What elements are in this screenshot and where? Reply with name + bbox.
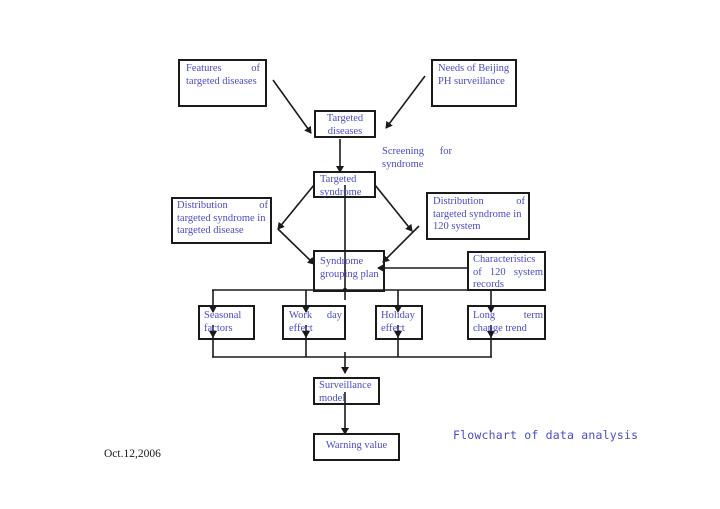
arrowhead-seasonal-bottom xyxy=(209,331,217,338)
arrowhead-longterm-bottom xyxy=(487,331,495,338)
text: factors xyxy=(204,322,233,334)
text: for xyxy=(439,146,452,157)
node-warning-value-text: Warning value xyxy=(313,440,400,453)
arrowhead-workday-bottom xyxy=(302,331,310,338)
node-targeted-syndrome xyxy=(313,171,376,198)
node-longterm-text: Long term change trend xyxy=(473,310,543,335)
node-surveillance-model-text: Surveillance model xyxy=(319,380,377,405)
text: targeted diseases xyxy=(186,75,257,87)
node-syndrome-grouping-plan xyxy=(313,250,385,292)
node-targeted-diseases-text: Targeted diseases xyxy=(314,113,376,138)
text: Targeted xyxy=(320,174,357,185)
text: of xyxy=(251,63,260,74)
text: Syndrome xyxy=(320,256,364,267)
text: syndrome xyxy=(382,158,424,170)
label-screening-for-syndrome: Screening for syndrome xyxy=(382,146,452,171)
text: Holiday xyxy=(381,310,415,321)
node-distribution-in-targeted-disease xyxy=(171,197,272,244)
node-needs-of-beijing xyxy=(431,59,517,107)
text: 120 system xyxy=(433,221,481,232)
node-targeted-diseases xyxy=(314,110,376,138)
node-characteristics-text: Characteristics of 120 system records xyxy=(473,254,543,292)
text: effect xyxy=(381,322,405,334)
edge-syndrome-to-dist-120 xyxy=(374,184,413,232)
node-characteristics-of-120-records xyxy=(467,251,546,291)
text: grouping plan xyxy=(320,268,379,280)
node-warning-value xyxy=(313,433,400,461)
text: Work xyxy=(289,310,313,321)
text: Surveillance xyxy=(319,380,372,391)
node-surveillance-model xyxy=(313,377,380,405)
node-dist-disease-text: Distribution of targeted syndrome in targ… xyxy=(177,200,268,238)
text: PH surveillance xyxy=(438,75,505,87)
node-grouping-plan-text: Syndrome grouping plan xyxy=(320,256,384,281)
text: term xyxy=(523,310,543,321)
node-seasonal-text: Seasonal factors xyxy=(204,310,252,335)
edge-dist-120-to-grouping xyxy=(382,225,420,263)
text: Warning value xyxy=(325,440,388,451)
node-features-of-targeted-diseases xyxy=(178,59,267,107)
text: diseases xyxy=(327,125,363,137)
node-work-day-effect xyxy=(282,305,346,340)
text: targeted syndrome in xyxy=(433,208,522,220)
text: of xyxy=(259,200,268,211)
text: Screening xyxy=(382,146,424,157)
text: day xyxy=(326,310,342,321)
edge-dist-disease-to-grouping xyxy=(277,228,315,265)
edge-needs-to-targeted-diseases xyxy=(385,75,426,129)
text: targeted syndrome in xyxy=(177,212,266,224)
node-workday-text: Work day effect xyxy=(289,310,342,335)
diagram-caption: Flowchart of data analysis xyxy=(453,428,639,442)
node-seasonal-factors xyxy=(198,305,255,340)
text: Targeted xyxy=(326,113,364,124)
text: syndrome xyxy=(320,186,362,198)
node-dist-120-text: Distribution of targeted syndrome in 120 … xyxy=(433,196,525,234)
text: Seasonal xyxy=(204,310,242,321)
node-holiday-effect xyxy=(375,305,423,340)
text: of 120 system xyxy=(473,266,543,278)
arrowhead-holiday-bottom xyxy=(394,331,402,338)
text: change trend xyxy=(473,322,527,334)
text: targeted disease xyxy=(177,225,244,236)
edge-syndrome-to-dist-disease xyxy=(277,184,315,230)
text: model xyxy=(319,392,346,404)
text: Characteristics xyxy=(473,254,536,265)
edge-features-to-targeted-diseases xyxy=(272,79,312,134)
text: records xyxy=(473,279,504,290)
text: Distribution xyxy=(433,196,484,207)
text: Distribution xyxy=(177,200,228,211)
date-label: Oct.12,2006 xyxy=(104,448,161,460)
node-distribution-in-120-system xyxy=(426,192,530,240)
text: Features xyxy=(186,63,222,74)
node-long-term-change-trend xyxy=(467,305,546,340)
node-targeted-syndrome-text: Targeted syndrome xyxy=(320,174,374,199)
text: Long xyxy=(473,310,496,321)
node-features-text: Features of targeted diseases xyxy=(186,63,260,88)
node-holiday-text: Holiday effect xyxy=(381,310,421,335)
text: of xyxy=(516,196,525,207)
node-needs-text: Needs of Beijing PH surveillance xyxy=(438,63,514,88)
text: Needs of Beijing xyxy=(438,63,510,74)
text: effect xyxy=(289,322,313,334)
